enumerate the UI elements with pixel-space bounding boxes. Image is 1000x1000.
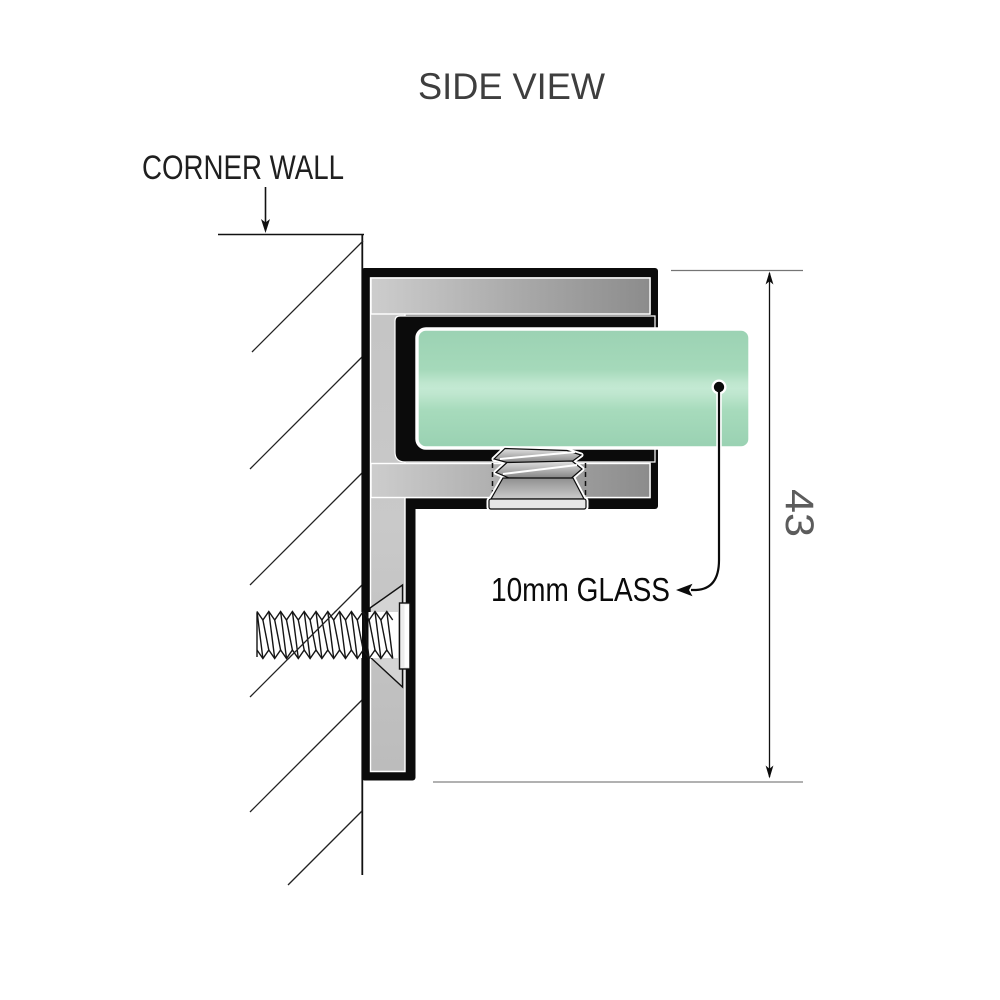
svg-text:43: 43 [777, 489, 821, 537]
svg-text:SIDE VIEW: SIDE VIEW [418, 66, 605, 107]
svg-text:10mm GLASS: 10mm GLASS [491, 571, 670, 608]
svg-text:CORNER WALL: CORNER WALL [142, 149, 344, 187]
